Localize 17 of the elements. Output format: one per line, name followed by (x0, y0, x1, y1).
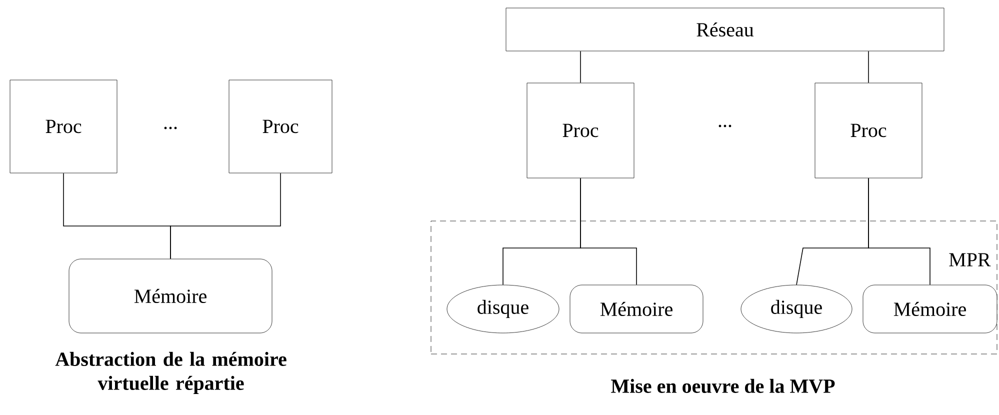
caption: Abstraction de la mémoire virtuelle répartie (55, 352, 286, 394)
process-box: Proc (526, 82, 634, 178)
process-box: Proc (228, 80, 332, 174)
connector-line (170, 172, 281, 260)
memory-box: Mémoire (862, 284, 998, 334)
ellipsis: ... (718, 124, 732, 128)
process-box: Proc (814, 82, 922, 178)
process-box: Réseau (506, 8, 944, 52)
connector-line (868, 50, 869, 84)
process-box: Proc (10, 80, 118, 174)
ellipsis: ... (164, 126, 177, 130)
connector-line (580, 50, 581, 84)
connector-line (868, 178, 930, 286)
memory-box: Mémoire (570, 284, 704, 334)
memory-box: Mémoire (68, 258, 272, 334)
caption: Mise en oeuvre de la MVP (611, 378, 835, 394)
connector-line (580, 178, 637, 286)
